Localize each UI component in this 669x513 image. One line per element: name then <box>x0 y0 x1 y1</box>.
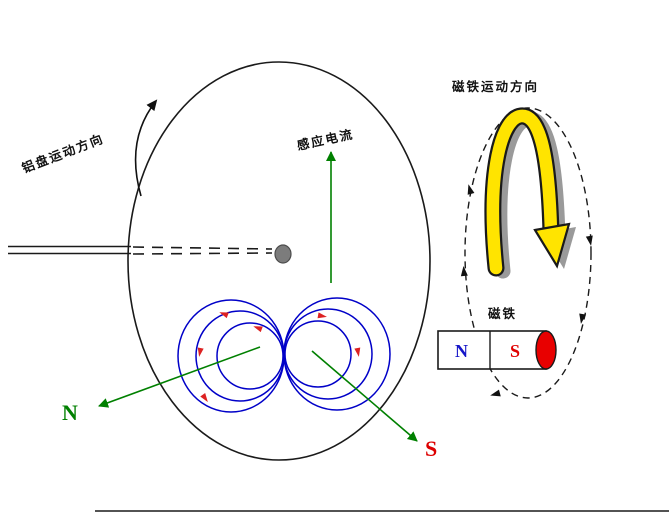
field-loop-right-outer <box>283 297 391 411</box>
magnet-motion-arrow-icon <box>484 107 576 279</box>
axle-dashed-top <box>132 246 273 250</box>
field-loop-left-outer <box>177 299 285 413</box>
magnet-label: 磁铁 <box>487 306 517 321</box>
magnet-s-label: S <box>510 341 520 361</box>
magnet-n-label: N <box>455 341 468 361</box>
flow-arrow-icon <box>317 312 327 319</box>
flow-arrow-icon <box>219 312 229 319</box>
orbit-arrow-icon <box>460 266 468 277</box>
aluminum-disk-outline <box>127 61 431 461</box>
orbit-arrow-icon <box>579 313 587 324</box>
field-loop-right-middle <box>283 308 373 400</box>
axle <box>8 244 292 264</box>
orbit-arrow-icon <box>585 235 593 246</box>
axle-hub-dot <box>274 244 292 264</box>
magnet-motion-label: 磁铁运动方向 <box>451 79 539 94</box>
motion-arrow-head <box>533 222 571 269</box>
s-pole-pointer-arrow-icon <box>311 350 418 442</box>
flow-arrow-icon <box>197 347 204 357</box>
disk-rotation-arrow-icon <box>134 99 158 197</box>
field-loop-left-inner <box>216 322 284 390</box>
orbit-arrow-icon <box>490 389 501 397</box>
bar-magnet: 磁铁 N S <box>437 306 557 370</box>
axle-dashed-bottom <box>132 252 273 255</box>
flow-arrow-icon <box>354 347 361 357</box>
eddy-current-field-lines <box>177 297 391 413</box>
orbit-arrow-icon <box>467 184 475 195</box>
n-pole-pointer-arrow-icon <box>98 346 261 408</box>
s-pole-label: S <box>425 436 437 461</box>
disk-motion-label: 铝盘运动方向 <box>20 131 107 176</box>
magnet-orbit-path <box>464 107 592 399</box>
induced-current-label: 感应电流 <box>296 126 356 153</box>
motion-arrow-body <box>486 109 558 275</box>
flow-arrow-icon <box>200 393 208 403</box>
field-loop-right-inner <box>284 320 352 388</box>
n-pole-label: N <box>62 400 78 425</box>
flow-arrow-icon <box>253 326 263 333</box>
magnet-red-cap <box>535 330 557 370</box>
